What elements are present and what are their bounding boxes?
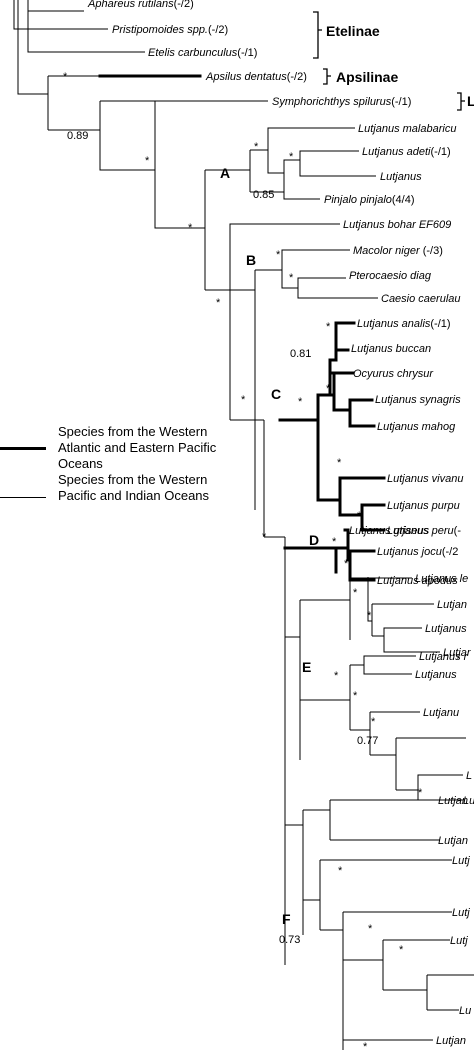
support-star: * [326,383,331,395]
support-star: * [276,249,281,261]
support-star: * [363,1041,368,1053]
support-star: * [371,716,376,728]
taxon-label: Etelis carbunculus(-/1) [148,47,257,59]
tree-branches-thick [98,74,386,582]
support-star: * [298,396,303,408]
taxon-label: Lutjanus vivanu [387,473,463,485]
taxon-label: Lutjan [438,795,468,807]
taxon-label: Lutj [450,935,468,947]
support-value: 0.89 [67,130,88,142]
support-star: * [326,321,331,333]
taxon-label: Lutjan [438,835,468,847]
support-star: * [399,944,404,956]
support-star: * [367,610,372,622]
support-star: * [334,670,339,682]
taxon-label: Lutj [452,907,470,919]
support-value: 0.85 [253,189,274,201]
clade-a-label: A [220,165,230,181]
taxon-label: Lutjanus buccan [351,343,431,355]
clade-d-label: D [309,532,319,548]
taxon-label: Lutjanus griseus [349,525,430,537]
support-star: * [188,222,193,234]
taxon-label: Lu [459,1005,471,1017]
taxon-label: Pristipomoides spp.(-/2) [112,24,228,36]
taxon-label: Lutjanu [423,707,459,719]
taxon-label: Lutjanus mahog [377,421,456,433]
taxon-label: Lu [463,795,474,807]
support-star: * [63,71,68,83]
taxon-labels: Aphareus rutilans(-/2) Pristipomoides sp… [87,0,474,1047]
subfamily-brackets [313,11,465,111]
support-star: * [145,155,150,167]
clade-e-label: E [302,659,311,675]
taxon-label: Lutjanus synagris [375,394,461,406]
taxon-label: Lutjanus jocu(-/2 [377,546,458,558]
taxon-label: Symphorichthys spilurus(-/1) [272,96,411,108]
support-value: 0.77 [357,735,378,747]
taxon-label: Apsilus dentatus(-/2) [205,71,307,83]
tree-branches-thin [13,0,474,1050]
taxon-label: Lutjanus apodus [377,575,458,587]
support-star: * [353,587,358,599]
taxon-label: Lutj [452,855,470,867]
taxon-label: Ocyurus chrysur [353,368,434,380]
subfamily-label-truncated: L [467,93,474,109]
support-star: * [262,531,267,543]
legend-thick-label: Species from the Western Atlantic and Ea… [58,424,217,471]
support-star: * [418,787,423,799]
apsilinae-label: Apsilinae [336,69,398,85]
support-star: * [254,141,259,153]
support-star: * [368,923,373,935]
taxon-label: Lutjanus analis(-/1) [357,318,451,330]
taxon-label: Lutjanus le [415,573,468,585]
taxon-label: Lutjanus [415,669,457,681]
taxon-label: Lutjanus r [419,651,469,663]
clade-f-label: F [282,911,291,927]
taxon-label: Lutjanus [380,171,422,183]
taxon-label: Lutjar [443,647,472,659]
support-star: * [344,558,349,570]
taxon-label: Caesio caerulau [381,293,461,305]
support-star: * [332,536,337,548]
legend-thin-line [0,497,46,498]
etelinae-label: Etelinae [326,23,380,39]
support-value: 0.73 [279,934,300,946]
support-star: * [289,151,294,163]
taxon-label: Aphareus rutilans(-/2) [87,0,194,10]
taxon-label: Pinjalo pinjalo(4/4) [324,194,415,206]
support-star: * [357,510,362,522]
clade-c-label: C [271,386,281,402]
taxon-label: Lutjanus adeti(-/1) [362,146,451,158]
support-star: * [289,272,294,284]
clade-b-label: B [246,252,256,268]
support-value: 0.81 [290,348,311,360]
clade-labels: A B C D E F [220,165,319,927]
support-values: 0.89 0.85 0.81 0.77 0.73 * * * * * * * *… [63,71,423,1053]
taxon-label: Lutjan [436,1035,466,1047]
support-star: * [216,297,221,309]
taxon-label: Macolor niger (-/3) [353,245,443,257]
taxon-label: Lutjanus peru(- [387,525,461,537]
support-star: * [337,457,342,469]
legend-thick-line [0,447,46,450]
taxon-label: Lutjanus bohar EF609 [343,219,451,231]
support-star: * [338,865,343,877]
taxon-label: Lutjanus malabaricu [358,123,456,135]
taxon-label: Lutjanus [425,623,467,635]
legend-thin-label: Species from the Western Pacific and Ind… [58,472,210,503]
taxon-label: Lutjan [437,599,467,611]
taxon-label: Lutjanus purpu [387,500,460,512]
support-star: * [241,394,246,406]
support-star: * [353,690,358,702]
taxon-label: Pterocaesio diag [349,270,432,282]
taxon-label: L [466,770,472,782]
